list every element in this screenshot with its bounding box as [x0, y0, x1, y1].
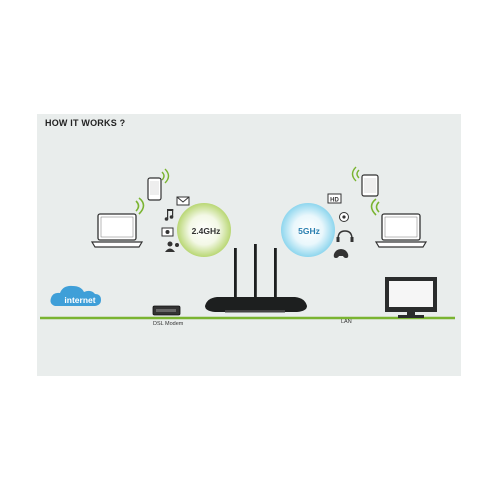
headphones-icon [336, 230, 354, 242]
smartphone-icon [147, 177, 162, 201]
cloud-icon: internet [50, 285, 101, 306]
band-24ghz-circle: 2.4GHz [177, 203, 231, 257]
lan-label: LAN [341, 319, 352, 325]
camera-icon [161, 227, 174, 237]
email-icon [176, 196, 190, 206]
band-24ghz-label: 2.4GHz [192, 226, 221, 236]
laptop-icon [90, 213, 144, 248]
band-5ghz-label: 5GHz [298, 226, 320, 236]
wifi-signal-icon [135, 197, 145, 215]
laptop-icon [374, 213, 428, 248]
router-icon [205, 244, 307, 313]
wifi-signal-icon [351, 166, 360, 182]
music-icon [164, 209, 174, 221]
band-5ghz-circle: 5GHz [281, 203, 335, 257]
webcam-icon [339, 212, 349, 222]
wifi-signal-icon [370, 198, 380, 216]
contacts-icon [165, 241, 179, 252]
game-controller-icon [333, 249, 349, 258]
modem-label: DSL Modem [153, 321, 184, 327]
hd-video-icon: HD [327, 193, 342, 204]
tablet-icon [361, 174, 379, 197]
hd-badge-text: HD [330, 198, 339, 204]
monitor-icon [385, 277, 437, 318]
wifi-signal-icon [161, 168, 170, 184]
modem-icon [152, 305, 181, 316]
page-title: HOW IT WORKS ? [45, 118, 126, 128]
internet-label: internet [64, 295, 95, 305]
